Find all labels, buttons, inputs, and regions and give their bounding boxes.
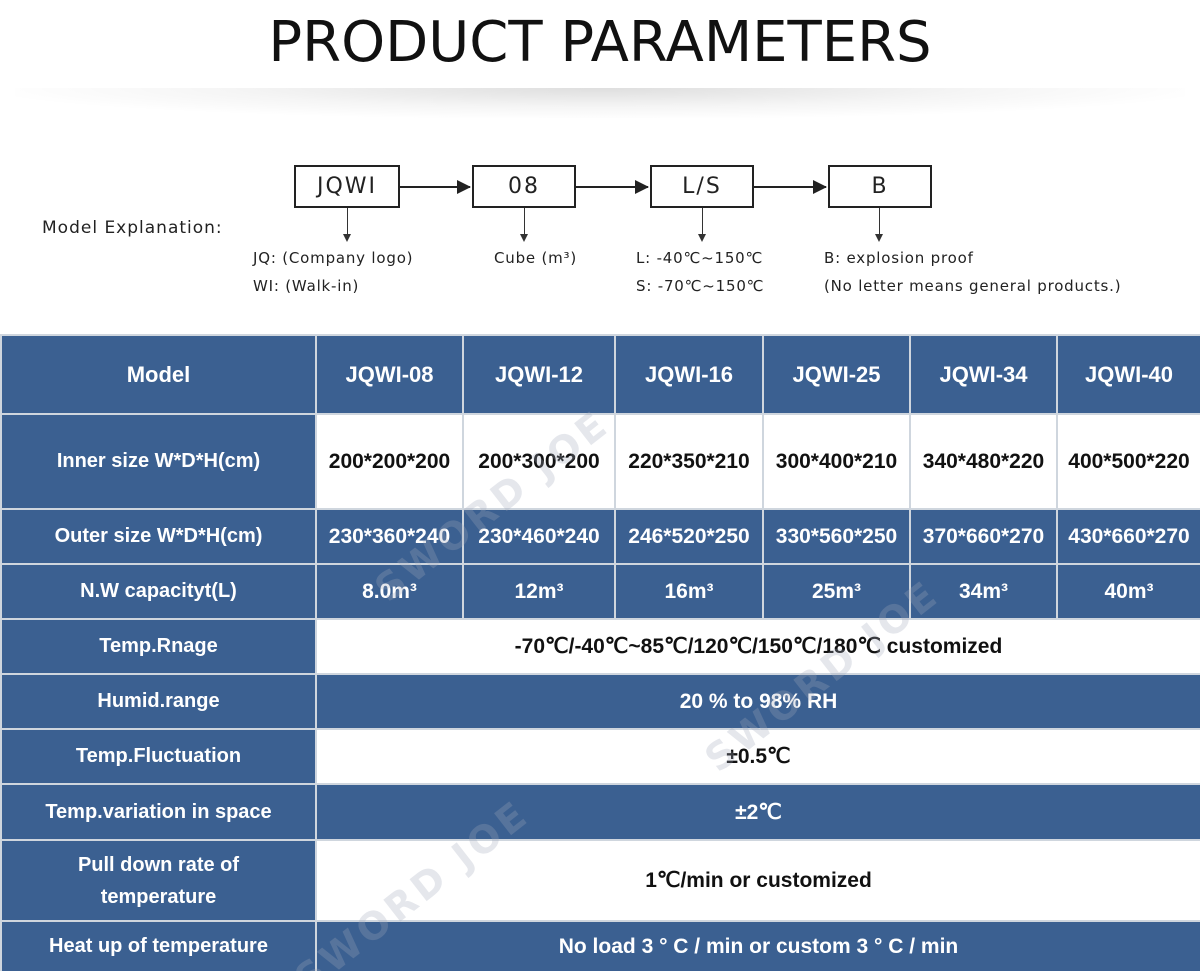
header-model: JQWI-08 [317,336,462,413]
note-cube: Cube (m³) [494,249,578,267]
table-cell: 430*660*270 [1058,510,1200,563]
parameters-table: Model JQWI-08 JQWI-12 JQWI-16 JQWI-25 JQ… [0,334,1200,971]
table-row-temp-range: Temp.Rnage -70℃/-40℃~85℃/120℃/150℃/180℃ … [0,620,1200,673]
table-cell-span: ±0.5℃ [317,730,1200,783]
table-row-inner-size: Inner size W*D*H(cm) 200*200*200 200*300… [0,415,1200,508]
arrow-down-icon [875,208,883,242]
table-cell-span: No load 3 ° C / min or custom 3 ° C / mi… [317,922,1200,971]
table-cell: 200*200*200 [317,415,462,508]
header-model: JQWI-34 [911,336,1056,413]
row-label: Inner size W*D*H(cm) [2,415,315,508]
title-shadow [15,88,1185,118]
model-explanation: JQWI 08 L/S B Model Explanation: JQ: (Co… [0,150,1200,320]
model-box-series: JQWI [294,165,400,208]
arrow-down-icon [343,208,351,242]
table-cell-span: 20 % to 98% RH [317,675,1200,728]
table-cell: 8.0m³ [317,565,462,618]
arrow-right-icon [400,180,471,194]
table-cell: 25m³ [764,565,909,618]
row-label: Outer size W*D*H(cm) [2,510,315,563]
arrow-right-icon [576,180,649,194]
table-row-outer-size: Outer size W*D*H(cm) 230*360*240 230*460… [0,510,1200,563]
table-cell: 12m³ [464,565,614,618]
table-row-capacity: N.W capacityt(L) 8.0m³ 12m³ 16m³ 25m³ 34… [0,565,1200,618]
row-label: Pull down rate of temperature [2,841,315,920]
row-label: Temp.Rnage [2,620,315,673]
table-cell: 300*400*210 [764,415,909,508]
note-b: B: explosion proof [824,249,974,267]
table-cell: 230*360*240 [317,510,462,563]
table-cell: 246*520*250 [616,510,762,563]
note-s: S: -70℃~150℃ [636,277,765,295]
note-b-general: (No letter means general products.) [824,277,1122,295]
arrow-right-icon [754,180,827,194]
table-row-temp-fluctuation: Temp.Fluctuation ±0.5℃ [0,730,1200,783]
table-cell: 370*660*270 [911,510,1056,563]
table-row-pull-down: Pull down rate of temperature 1℃/min or … [0,841,1200,920]
page-title: PRODUCT PARAMETERS [268,10,932,75]
table-cell: 400*500*220 [1058,415,1200,508]
row-label: N.W capacityt(L) [2,565,315,618]
table-cell-span: -70℃/-40℃~85℃/120℃/150℃/180℃ customized [317,620,1200,673]
header-model: JQWI-16 [616,336,762,413]
header-model: JQWI-25 [764,336,909,413]
table-cell: 220*350*210 [616,415,762,508]
table-cell-span: ±2℃ [317,785,1200,839]
row-label: Temp.Fluctuation [2,730,315,783]
table-row-heat-up: Heat up of temperature No load 3 ° C / m… [0,922,1200,971]
table-cell: 230*460*240 [464,510,614,563]
table-row-header: Model JQWI-08 JQWI-12 JQWI-16 JQWI-25 JQ… [0,336,1200,413]
table-cell: 40m³ [1058,565,1200,618]
arrow-down-icon [698,208,706,242]
table-cell: 330*560*250 [764,510,909,563]
header-label: Model [2,336,315,413]
row-label: Humid.range [2,675,315,728]
table-row-humid-range: Humid.range 20 % to 98% RH [0,675,1200,728]
table-cell: 340*480*220 [911,415,1056,508]
table-cell-span: 1℃/min or customized [317,841,1200,920]
table-row-temp-variation: Temp.variation in space ±2℃ [0,785,1200,839]
arrow-down-icon [520,208,528,242]
row-label: Temp.variation in space [2,785,315,839]
note-l: L: -40℃~150℃ [636,249,764,267]
table-cell: 200*300*200 [464,415,614,508]
table-cell: 16m³ [616,565,762,618]
header-model: JQWI-12 [464,336,614,413]
model-explanation-label: Model Explanation: [42,218,223,238]
note-wi: WI: (Walk-in) [253,277,360,295]
model-box-temp: L/S [650,165,754,208]
header-model: JQWI-40 [1058,336,1200,413]
row-label: Heat up of temperature [2,922,315,971]
note-jq: JQ: (Company logo) [253,249,414,267]
model-box-cube: 08 [472,165,576,208]
model-box-explosion: B [828,165,932,208]
table-cell: 34m³ [911,565,1056,618]
